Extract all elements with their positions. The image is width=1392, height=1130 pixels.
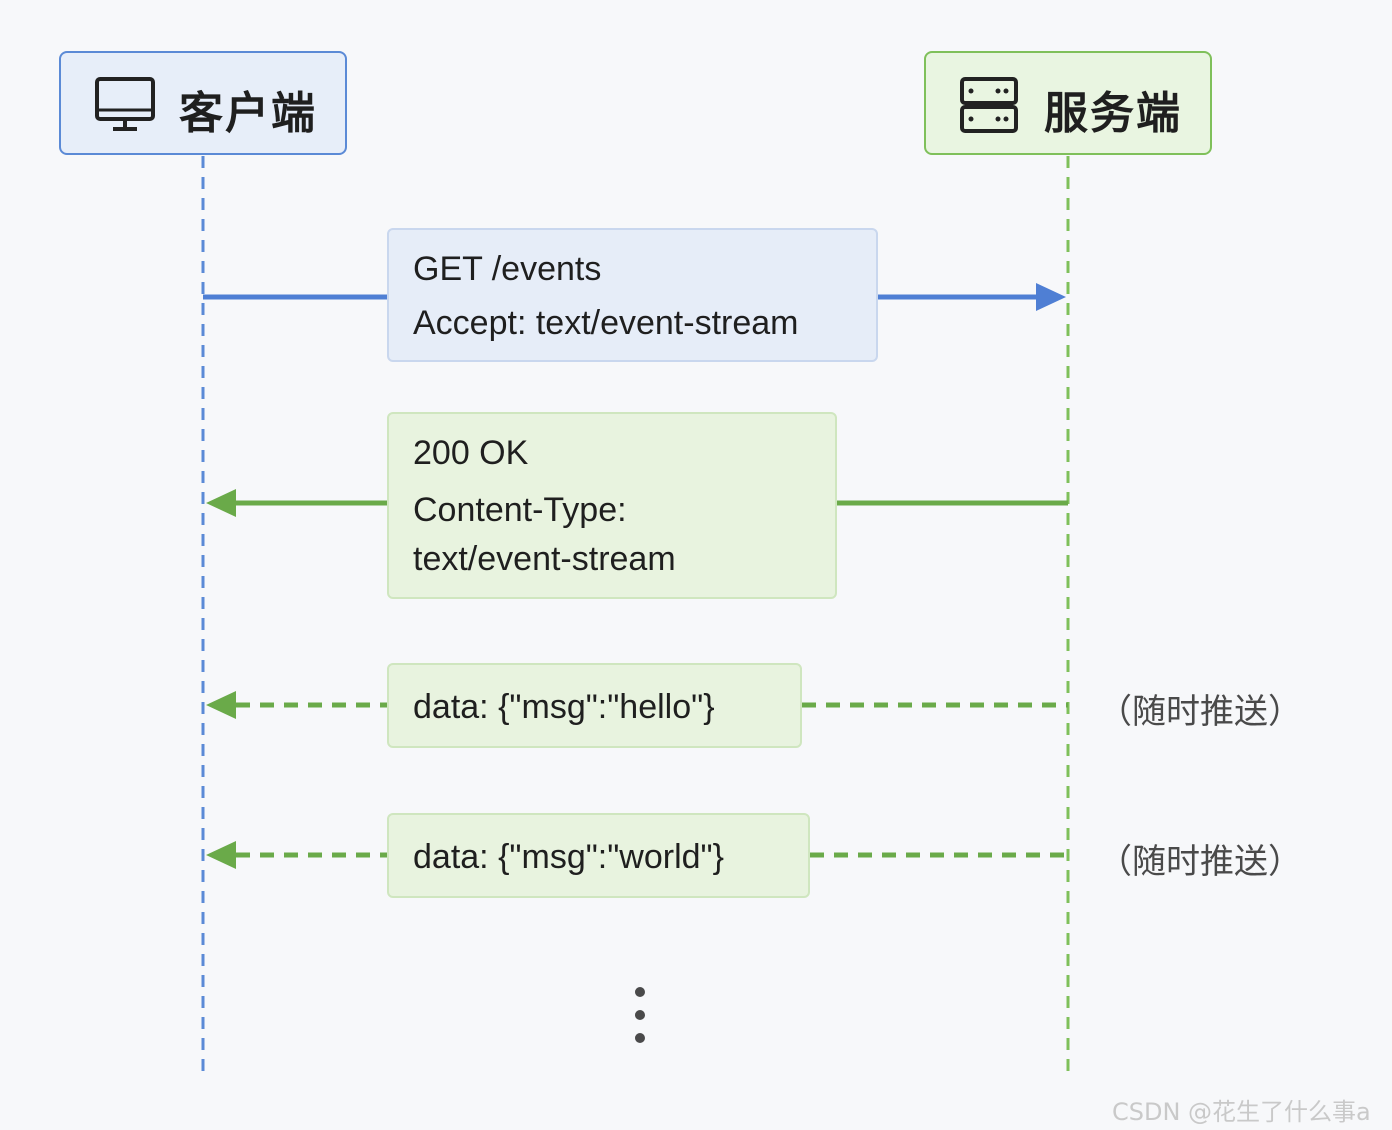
event-message-box: data: {"msg":"hello"}: [387, 663, 802, 748]
response-arrowhead: [206, 489, 236, 517]
event1-arrowhead: [206, 691, 236, 719]
event2-arrowhead: [206, 841, 236, 869]
request-line-1: GET /events: [413, 250, 602, 288]
event-push-note: （随时推送）: [1098, 842, 1302, 882]
event-message-box: data: {"msg":"world"}: [387, 813, 810, 898]
event-data-text: data: {"msg":"hello"}: [413, 688, 715, 726]
monitor-icon: [95, 77, 155, 138]
client-actor: 客户端: [59, 51, 347, 155]
event-push-note: （随时推送）: [1098, 692, 1302, 732]
request-message-box: GET /events Accept: text/event-stream: [387, 228, 878, 362]
more-events-ellipsis: [635, 987, 645, 1043]
client-label: 客户端: [179, 88, 317, 139]
event-data-text: data: {"msg":"world"}: [413, 838, 724, 876]
response-line-3: text/event-stream: [413, 540, 676, 578]
request-line-2: Accept: text/event-stream: [413, 304, 799, 342]
watermark: CSDN @花生了什么事a: [1112, 1098, 1371, 1126]
response-line-2: Content-Type:: [413, 491, 627, 529]
response-message-box: 200 OK Content-Type: text/event-stream: [387, 412, 837, 599]
server-icon: [960, 77, 1018, 138]
server-actor: 服务端: [924, 51, 1212, 155]
request-arrowhead: [1036, 283, 1066, 311]
response-line-1: 200 OK: [413, 434, 529, 472]
server-label: 服务端: [1044, 88, 1182, 139]
